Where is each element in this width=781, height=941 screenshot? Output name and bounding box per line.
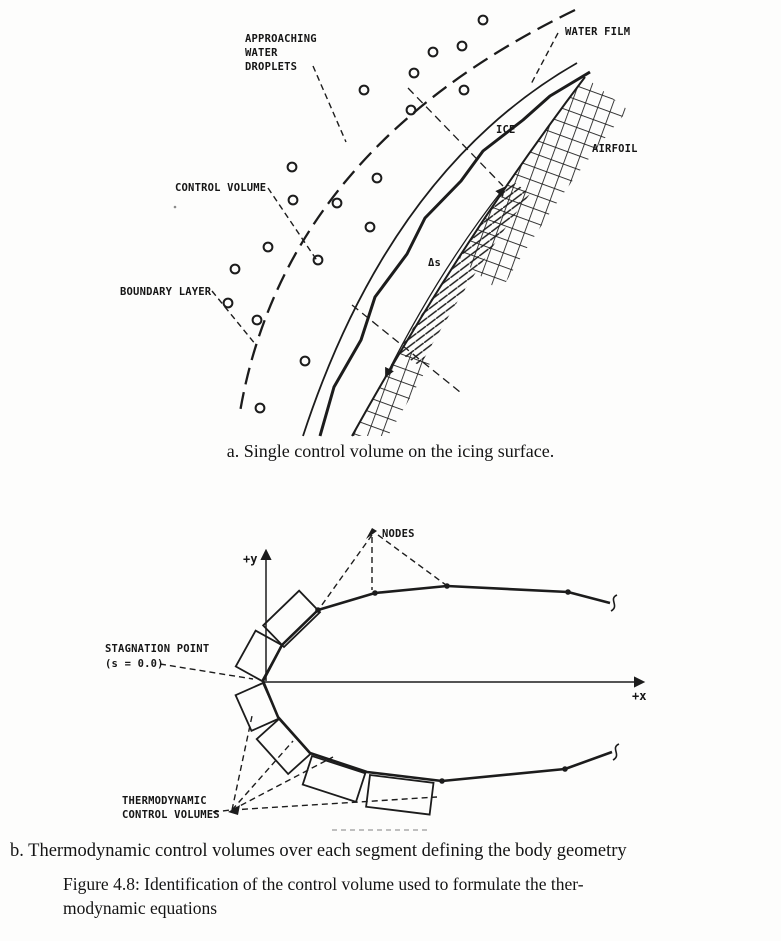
control-volume-upper-boundary-line [407,87,504,187]
control-volume-rect-lower-4 [365,773,435,816]
thermo-fan-leader-3 [231,756,334,811]
diagram-a-icing-surface: APPROACHING WATER DROPLETS WATER FILM IC… [120,8,638,437]
control-volume-rect-upper-1 [234,629,284,683]
control-volume-rect-lower-3 [301,754,367,803]
subcaption-b: b. Thermodynamic control volumes over ea… [10,841,627,861]
upper-surface-polyline [261,584,611,682]
leader-lines-b [159,534,447,813]
airfoil-crosshatch-upper [459,77,628,292]
airfoil-label: AIRFOIL [592,143,638,155]
approaching-water-droplets-label-line2: WATER [245,47,278,59]
lower-surface-break-mark [612,743,620,761]
stagnation-point-leader [159,663,254,680]
airfoil-crosshatch-lower [352,348,432,436]
diagram-b-body-geometry: +y +x NODES STAGNATION POINT (s = 0.0) T… [105,528,646,831]
delta-s-arc-arrow [385,186,506,378]
scan-speck [173,205,177,209]
stagnation-point-label-line2: (s = 0.0) [105,658,164,670]
water-film-curve [302,62,578,437]
control-volume-rect-lower-2 [255,717,312,776]
ice-label: ICE [496,124,516,136]
leader-lines-a [211,32,559,346]
stagnation-point-label-line1: STAGNATION POINT [105,643,209,655]
control-volume-label: CONTROL VOLUME [175,182,266,194]
water-droplets [222,14,489,414]
control-volume-leader [267,187,319,263]
control-volume-rect-lower-1 [234,681,281,733]
subcaption-a: a. Single control volume on the icing su… [226,441,555,461]
delta-s-label: Δs [428,257,441,269]
nodes-label: NODES [382,528,415,540]
thermo-fan-leader-1 [231,715,253,811]
surface-node-dots [315,583,571,784]
figure-caption-line1: Figure 4.8: Identification of the contro… [63,874,584,894]
approaching-droplets-leader [312,65,347,143]
y-axis-label: +y [243,552,257,566]
control-volume-rect-upper-2 [261,589,322,649]
thermo-label-leader [212,809,232,813]
boundary-layer-leader [211,290,257,346]
thermo-control-volumes-label-line1: THERMODYNAMIC [122,795,207,807]
figure-caption: Figure 4.8: Identification of the contro… [63,873,711,920]
nodes-fan-arrowhead [366,528,377,539]
nodes-leader-3 [377,534,447,586]
upper-surface-break-mark [610,594,618,612]
figure-caption-line2: modynamic equations [63,897,218,918]
nodes-leader-1 [318,534,373,610]
water-film-label: WATER FILM [565,26,630,38]
approaching-water-droplets-label-line1: APPROACHING [245,33,317,45]
approaching-water-droplets-label-line3: DROPLETS [245,61,297,73]
boundary-layer-curve [238,8,576,413]
x-axis-label: +x [632,689,646,703]
thermo-fan-leader-4 [231,796,438,811]
thermo-fan-leader-2 [231,740,294,811]
thermo-fan-arrowhead [228,805,240,815]
thermo-control-volumes-label-line2: CONTROL VOLUMES [122,809,220,821]
control-volume-rectangles [234,589,435,816]
boundary-layer-label: BOUNDARY LAYER [120,286,212,298]
